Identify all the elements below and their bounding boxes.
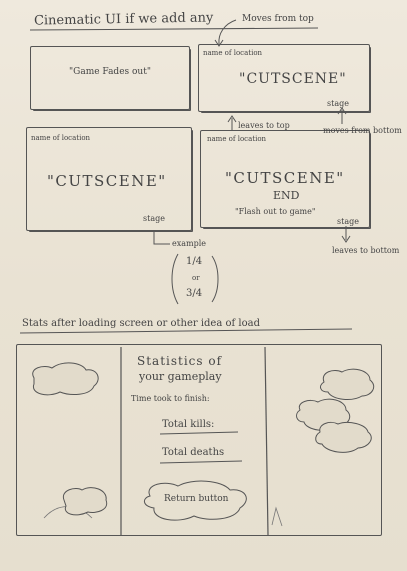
fraction-or: or	[192, 274, 200, 282]
panel-4-end: END	[273, 189, 300, 202]
cloud-icon-left-bottom	[62, 487, 108, 516]
panel-4-subtext: "Flash out to game"	[235, 207, 316, 216]
stats-section-title: Stats after loading screen or other idea…	[22, 318, 260, 329]
stats-heading-line-2: your gameplay	[139, 370, 222, 383]
stat-kills-label: Total kills:	[162, 419, 215, 430]
return-button-cloud	[144, 480, 247, 521]
stat-deaths-label: Total deaths	[162, 447, 225, 458]
note-leaves-to-bottom: leaves to bottom	[332, 246, 400, 255]
fraction-three-quarters: 3/4	[186, 288, 203, 299]
cloud-icon-right-middle	[296, 398, 351, 431]
panel-cutscene-end: name of location "CUTSCENE" END "Flash o…	[200, 130, 370, 228]
note-leaves-to-top: leaves to top	[238, 121, 290, 130]
panel-cutscene-bottom-left: name of location "CUTSCENE" stage	[26, 127, 192, 231]
panel-3-stage: stage	[143, 214, 165, 223]
panel-1-text: "Game Fades out"	[69, 67, 151, 77]
top-note: Moves from top	[242, 14, 314, 24]
stats-heading-line-1: Statistics of	[137, 354, 223, 368]
note-moves-from-bottom: moves from bottom	[323, 126, 402, 135]
panel-4-location: name of location	[207, 135, 267, 143]
cloud-icon-left-top	[32, 362, 99, 396]
panel-2-cutscene: "CUTSCENE"	[239, 71, 347, 87]
panel-3-location: name of location	[31, 134, 91, 142]
panel-2-location: name of location	[203, 49, 263, 57]
cloud-icon-right-bottom	[315, 421, 372, 453]
panel-3-cutscene: "CUTSCENE"	[47, 172, 167, 190]
panel-game-fades-out: "Game Fades out"	[30, 46, 190, 110]
stat-time-label: Time took to finish:	[131, 394, 210, 403]
panel-2-stage: stage	[327, 99, 349, 108]
cloud-icon-right-top	[320, 368, 375, 400]
panel-4-stage: stage	[337, 217, 359, 226]
return-button[interactable]: Return button	[164, 494, 229, 504]
panel-4-cutscene: "CUTSCENE"	[225, 169, 345, 187]
fraction-one-quarter: 1/4	[186, 256, 203, 267]
panel-cutscene-top-right: name of location "CUTSCENE" stage	[198, 44, 370, 112]
example-label: example	[172, 239, 207, 248]
stats-screen-mockup	[16, 344, 382, 536]
